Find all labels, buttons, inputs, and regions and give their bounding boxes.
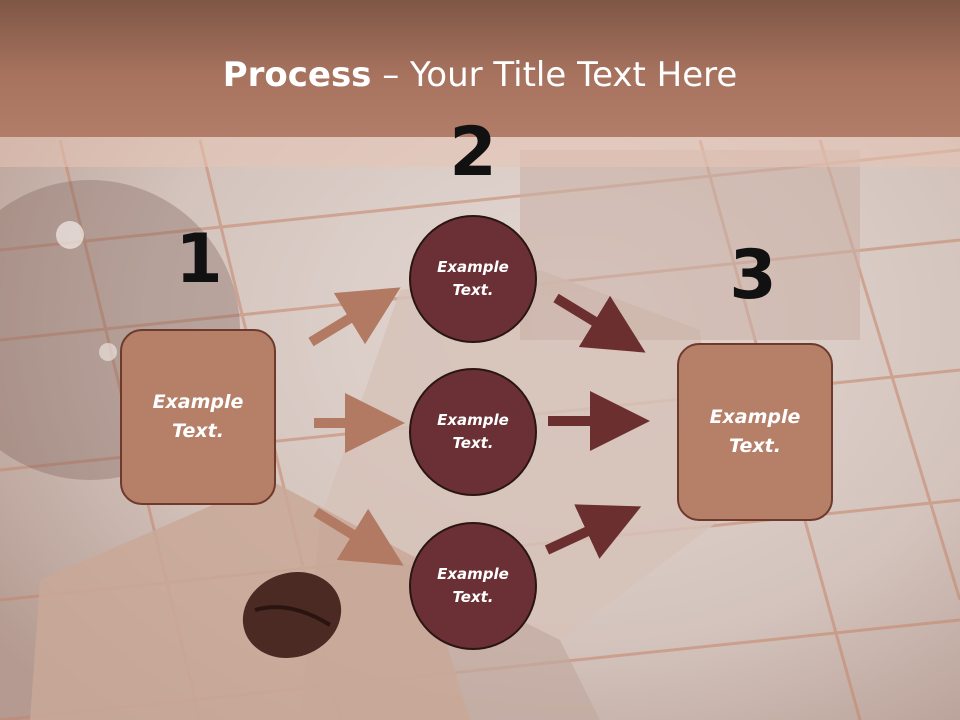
arrow-from-bottom-circle: [544, 504, 642, 559]
step-circle-top[interactable]: Example Text.: [409, 215, 537, 343]
step-number-3: 3: [729, 236, 777, 315]
step-circle-middle[interactable]: Example Text.: [409, 368, 537, 496]
step-circle-bottom[interactable]: Example Text.: [409, 522, 537, 650]
arrow-to-bottom-circle: [313, 507, 404, 566]
step-number-2: 2: [449, 113, 497, 192]
step-circle-middle-text: Example Text.: [437, 411, 509, 452]
step-box-3[interactable]: Example Text.: [677, 343, 833, 521]
title-bar: [0, 0, 960, 137]
step-box-1[interactable]: Example Text.: [120, 329, 276, 505]
step-number-1: 1: [175, 220, 223, 299]
step-circle-top-text: Example Text.: [437, 258, 509, 299]
arrow-to-top-circle: [308, 287, 401, 347]
slide-title: Process – Your Title Text Here: [0, 52, 960, 98]
title-rest: – Your Title Text Here: [371, 55, 738, 95]
step-box-3-text: Example Text.: [709, 406, 801, 457]
step-circle-bottom-text: Example Text.: [437, 565, 509, 606]
title-bar-band: [0, 137, 960, 167]
title-bold: Process: [222, 55, 372, 95]
step-box-1-text: Example Text.: [152, 391, 244, 442]
arrow-from-top-circle: [553, 293, 646, 353]
